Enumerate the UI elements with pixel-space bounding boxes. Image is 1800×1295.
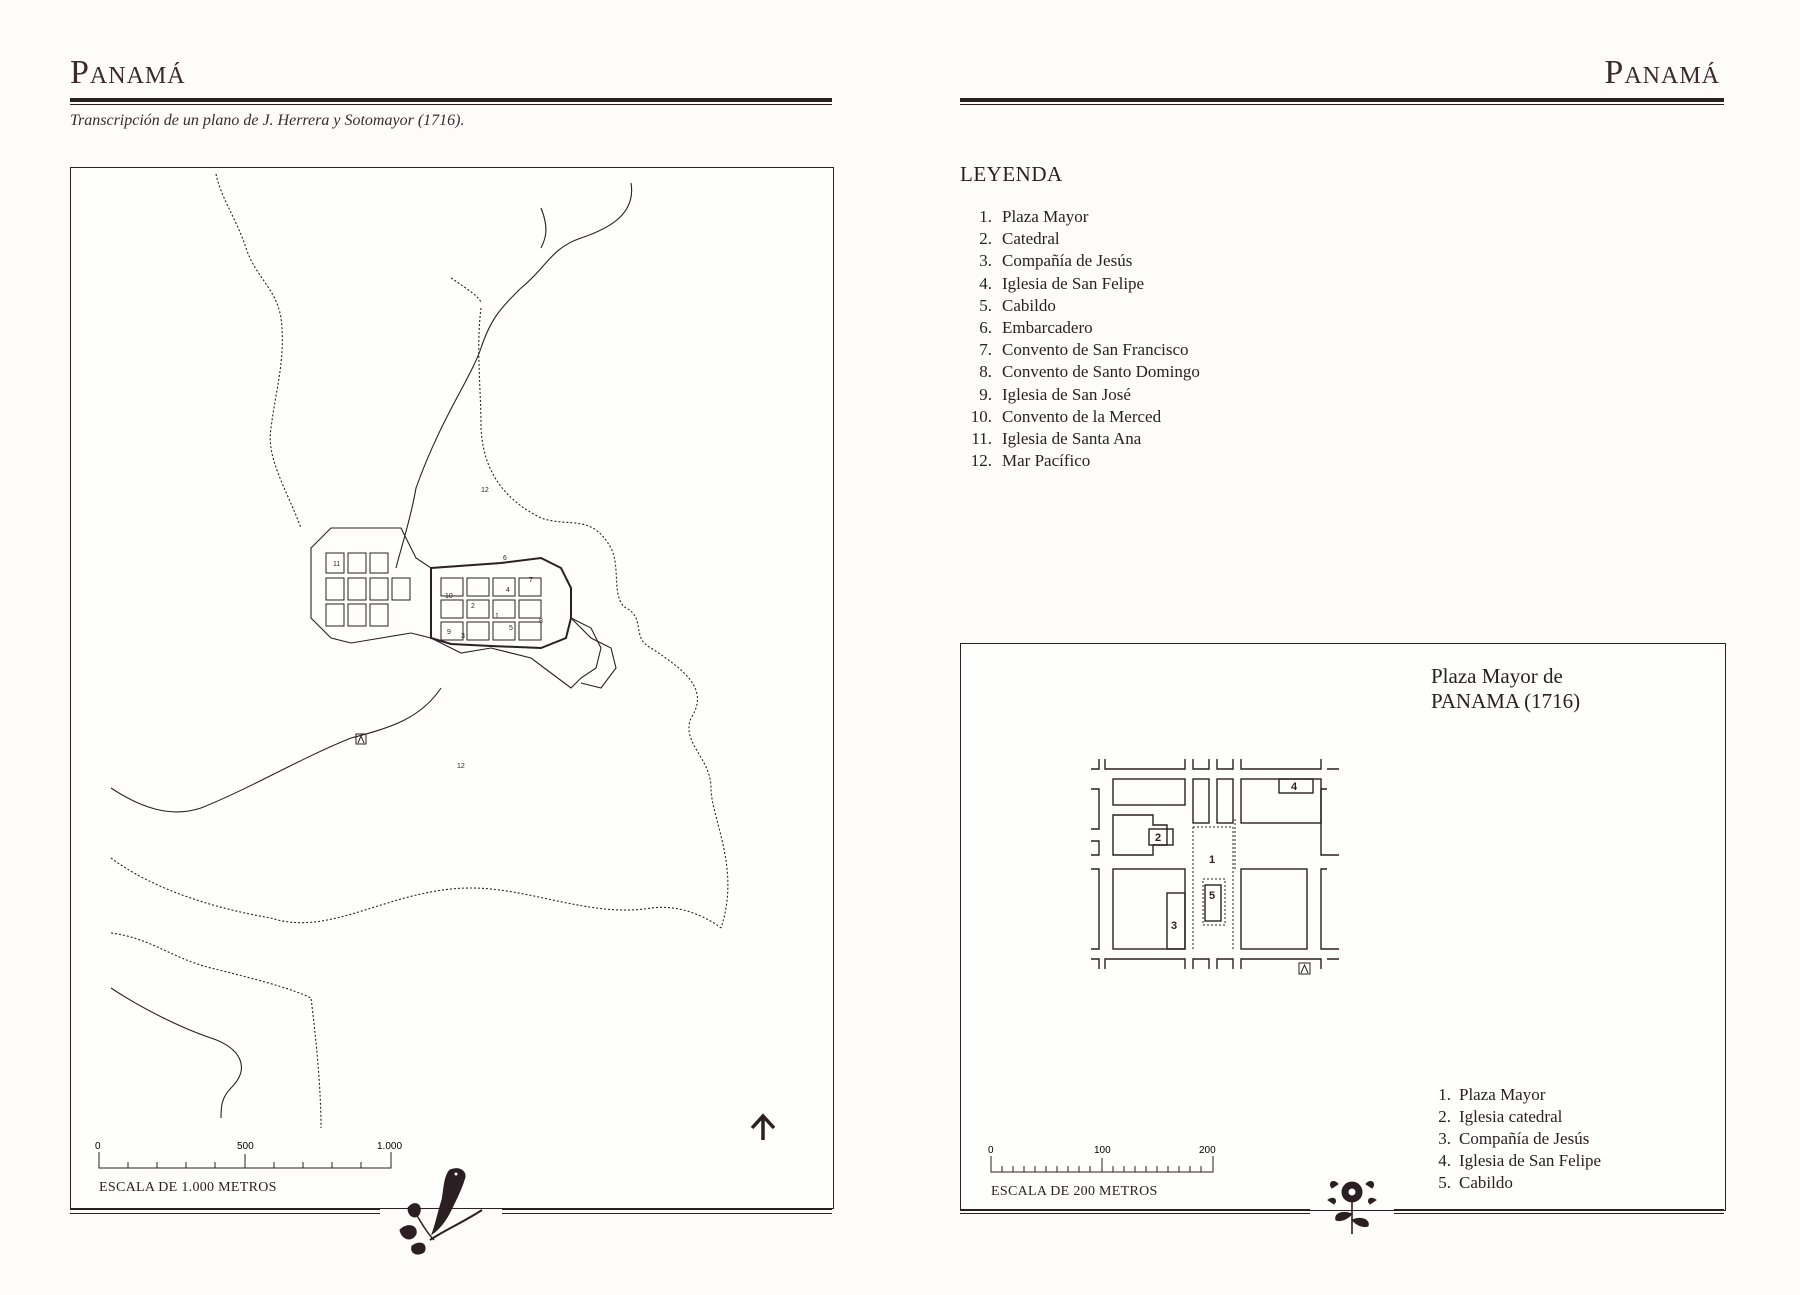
right-page: Panamá LEYENDA 1.Plaza Mayor 2.Catedral … [900,0,1800,1295]
footer-rule-left-a-right [960,1209,1310,1210]
plaza-plan: 1 2 3 4 5 [1091,759,1339,975]
reef-line [110,857,722,929]
map-subtitle: Transcripción de un plano de J. Herrera … [70,112,465,129]
legend-item: 2.Catedral [979,229,1060,249]
legend-list: 1.Plaza Mayor 2.Catedral 3.Compañía de J… [960,206,1200,472]
plan-label-4: 4 [1291,781,1298,793]
legend-item: 12.Mar Pacífico [970,451,1091,471]
inset-legend-list: 1.Plaza Mayor 2.Iglesia catedral 3.Compa… [1427,1084,1601,1194]
legend-item: 6.Embarcadero [979,318,1093,338]
map-label-10: 10 [445,593,453,600]
map-scale-bar: 0 500 1.000 [95,1141,402,1169]
inset-scale-tick-100: 100 [1094,1145,1111,1156]
stream-north [540,207,547,249]
map-label-7: 7 [529,577,533,584]
header-rule-thick-right [960,98,1724,102]
inset-scale-bar: 0 100 200 [988,1145,1216,1173]
plan-label-2: 2 [1155,832,1161,844]
header-rule-thin [70,104,832,105]
inset-legend-item: 2.Iglesia catedral [1438,1107,1563,1126]
inset-scale-caption: ESCALA DE 200 METROS [991,1184,1158,1199]
scale-tick-1000: 1.000 [377,1141,402,1152]
inset-legend-item: 1.Plaza Mayor [1438,1085,1546,1104]
legend-item: 10.Convento de la Merced [970,406,1162,426]
legend-item: 5.Cabildo [979,295,1056,315]
inset-legend-item: 4.Iglesia de San Felipe [1438,1151,1602,1170]
map-label-6: 6 [503,555,507,562]
coastline-southwest [110,987,242,1119]
map-label-9: 9 [447,629,451,636]
map-label-12-north: 12 [481,487,489,494]
footer-rule-right-a [502,1209,832,1210]
footer-rule-left-b [70,1213,380,1214]
map-label-12-south: 12 [457,763,465,770]
legend-item: 4.Iglesia de San Felipe [979,273,1145,293]
scale-caption: ESCALA DE 1.000 METROS [99,1180,277,1195]
north-marker-icon [1298,962,1311,975]
footer-rule-left-b-right [960,1213,1310,1214]
bird-vignette-icon [399,1168,483,1255]
map-label-2: 2 [471,603,475,610]
legend-item: 9.Iglesia de San José [979,384,1131,404]
map-label-4: 4 [506,587,510,594]
plan-label-5: 5 [1209,890,1215,902]
legend-item: 7.Convento de San Francisco [979,340,1189,360]
footer-rule-right-a-right [1394,1209,1724,1210]
map-label-3: 3 [461,633,465,640]
inset-title-line1: Plaza Mayor de [1431,664,1563,688]
north-arrow-icon [750,1113,776,1140]
header-rule-thin-right [960,104,1724,105]
left-page: Panamá Transcripción de un plano de J. H… [70,54,834,1255]
plaza-inset-frame: Plaza Mayor de PANAMA (1716) [960,643,1726,1211]
shoal-line [110,932,322,1129]
legend-item: 1.Plaza Mayor [979,207,1089,226]
legend-item: 8.Convento de Santo Domingo [979,362,1200,382]
map-label-1: 1 [495,613,499,620]
map-label-11: 11 [333,561,340,568]
flower-vignette-icon [1327,1181,1377,1234]
scale-tick-500: 500 [237,1141,254,1152]
river-north [395,182,633,569]
legend-item: 11.Iglesia de Santa Ana [971,429,1142,449]
map-label-8: 8 [539,618,543,625]
footer-rule-right-b [502,1213,832,1214]
scale-tick-0: 0 [95,1141,101,1152]
coastline-south [110,687,442,813]
bastion-east [570,617,617,689]
legend-title: LEYENDA [960,162,1063,186]
inset-scale-tick-200: 200 [1199,1145,1216,1156]
running-title-left: Panamá [70,54,186,91]
inset-legend-item: 5.Cabildo [1438,1173,1513,1192]
city-map-frame: 1 2 3 4 5 6 7 8 9 10 11 12 12 [70,167,834,1209]
inset-scale-tick-0: 0 [988,1145,994,1156]
road-northeast [450,277,482,304]
running-title-right: Panamá [1604,54,1720,91]
north-marker-icon [355,733,367,745]
plan-label-3: 3 [1171,920,1177,932]
city-outline [310,527,602,689]
header-rule-thick [70,98,832,102]
coastline-east [478,307,729,929]
map-label-5: 5 [509,625,513,632]
inset-legend-item: 3.Compañía de Jesús [1438,1129,1590,1148]
inset-title: Plaza Mayor de PANAMA (1716) [1431,664,1580,714]
footer-rule-left-a [70,1209,380,1210]
plan-label-1: 1 [1209,854,1215,866]
fortified-wall [430,556,572,650]
inset-title-line2: PANAMA (1716) [1431,689,1581,713]
footer-rule-right-b-right [1394,1213,1724,1214]
city-map: 1 2 3 4 5 6 7 8 9 10 11 12 12 [95,173,776,1169]
legend-item: 3.Compañía de Jesús [979,251,1133,271]
road-west [215,173,302,529]
